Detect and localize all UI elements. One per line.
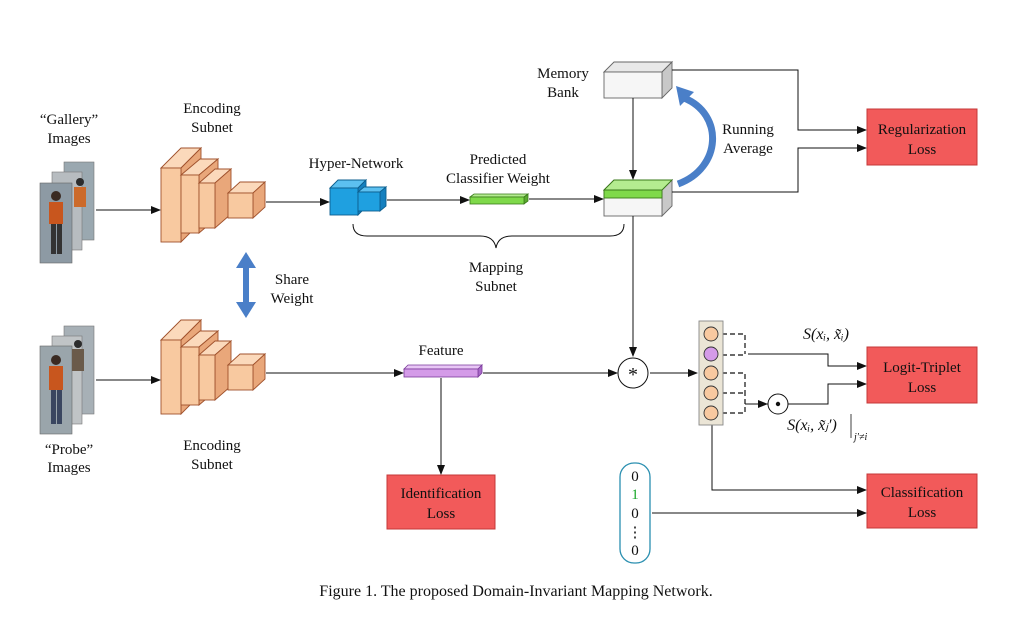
- logit-triplet-loss-box: Logit-Triplet Loss: [866, 346, 978, 404]
- regularization-loss-box: Regularization Loss: [866, 108, 978, 166]
- logit-loss-label-2: Loss: [908, 380, 937, 396]
- probe-images: [39, 325, 95, 435]
- mapping-label-1: Mapping: [469, 260, 524, 276]
- memory-label-1: Memory: [537, 66, 589, 82]
- hyper-network-block: [328, 178, 388, 217]
- classification-loss-label-2: Loss: [908, 505, 937, 521]
- enc-bot-label-1: Encoding: [183, 438, 241, 454]
- share-weight-arrow: [236, 252, 256, 318]
- enc-top-label-2: Subnet: [191, 120, 234, 136]
- node-dashed-links: [722, 333, 746, 414]
- pred-label-1: Predicted: [470, 152, 527, 168]
- onehot-vector: [619, 462, 651, 564]
- probe-label-2: Images: [47, 460, 90, 476]
- running-average-arrow: [676, 86, 716, 188]
- identification-loss-label-2: Loss: [427, 506, 456, 522]
- onehot-2: 0: [631, 506, 639, 522]
- onehot-3: ⋮: [628, 525, 643, 541]
- share-label-2: Weight: [271, 291, 315, 307]
- enc-top-label-1: Encoding: [183, 101, 241, 117]
- star-symbol: *: [628, 364, 638, 386]
- encoding-subnet-bottom: [159, 318, 267, 416]
- classification-loss-label-1: Classification: [881, 485, 964, 501]
- memory-label-2: Bank: [547, 85, 579, 101]
- onehot-4: 0: [631, 543, 639, 559]
- similarity-subscript: j′≠i: [852, 432, 867, 443]
- feature-bar: [403, 364, 483, 378]
- similarity-top: S(xᵢ, x̃ᵢ): [803, 326, 849, 343]
- output-node: [703, 405, 719, 421]
- regularization-loss-label-2: Loss: [908, 142, 937, 158]
- running-label-1: Running: [722, 122, 774, 138]
- enc-bot-label-2: Subnet: [191, 457, 234, 473]
- updated-memory-block: [602, 178, 674, 218]
- similarity-bottom: S(xᵢ, x̃ⱼ′): [787, 417, 837, 434]
- gallery-images: [39, 161, 95, 264]
- classification-loss-box: Classification Loss: [866, 473, 978, 529]
- feature-label: Feature: [419, 343, 464, 359]
- mapping-label-2: Subnet: [475, 279, 518, 295]
- gallery-label-2: Images: [47, 131, 90, 147]
- running-label-2: Average: [723, 141, 773, 157]
- identification-loss-label-1: Identification: [401, 486, 482, 502]
- classifier-weight-bar: [468, 193, 530, 205]
- regularization-loss-label-1: Regularization: [878, 122, 967, 138]
- identification-loss-box: Identification Loss: [386, 474, 496, 530]
- star-operator: [617, 357, 649, 389]
- output-node: [703, 385, 719, 401]
- hypernet-label: Hyper-Network: [309, 156, 404, 172]
- pred-label-2: Classifier Weight: [446, 171, 551, 187]
- probe-label-1: “Probe”: [45, 442, 93, 458]
- onehot-0: 0: [631, 469, 639, 485]
- figure-caption: Figure 1. The proposed Domain-Invariant …: [319, 583, 712, 600]
- output-node-target: [703, 346, 719, 362]
- encoding-subnet-top: [159, 146, 267, 244]
- onehot-1: 1: [631, 487, 639, 503]
- output-node: [703, 326, 719, 342]
- output-node: [703, 365, 719, 381]
- mapping-brace: [352, 223, 625, 249]
- logit-loss-label-1: Logit-Triplet: [883, 360, 962, 376]
- gallery-label-1: “Gallery”: [40, 112, 98, 128]
- dot-symbol: [775, 401, 781, 407]
- memory-bank-block: [602, 60, 674, 100]
- share-label-1: Share: [275, 272, 309, 288]
